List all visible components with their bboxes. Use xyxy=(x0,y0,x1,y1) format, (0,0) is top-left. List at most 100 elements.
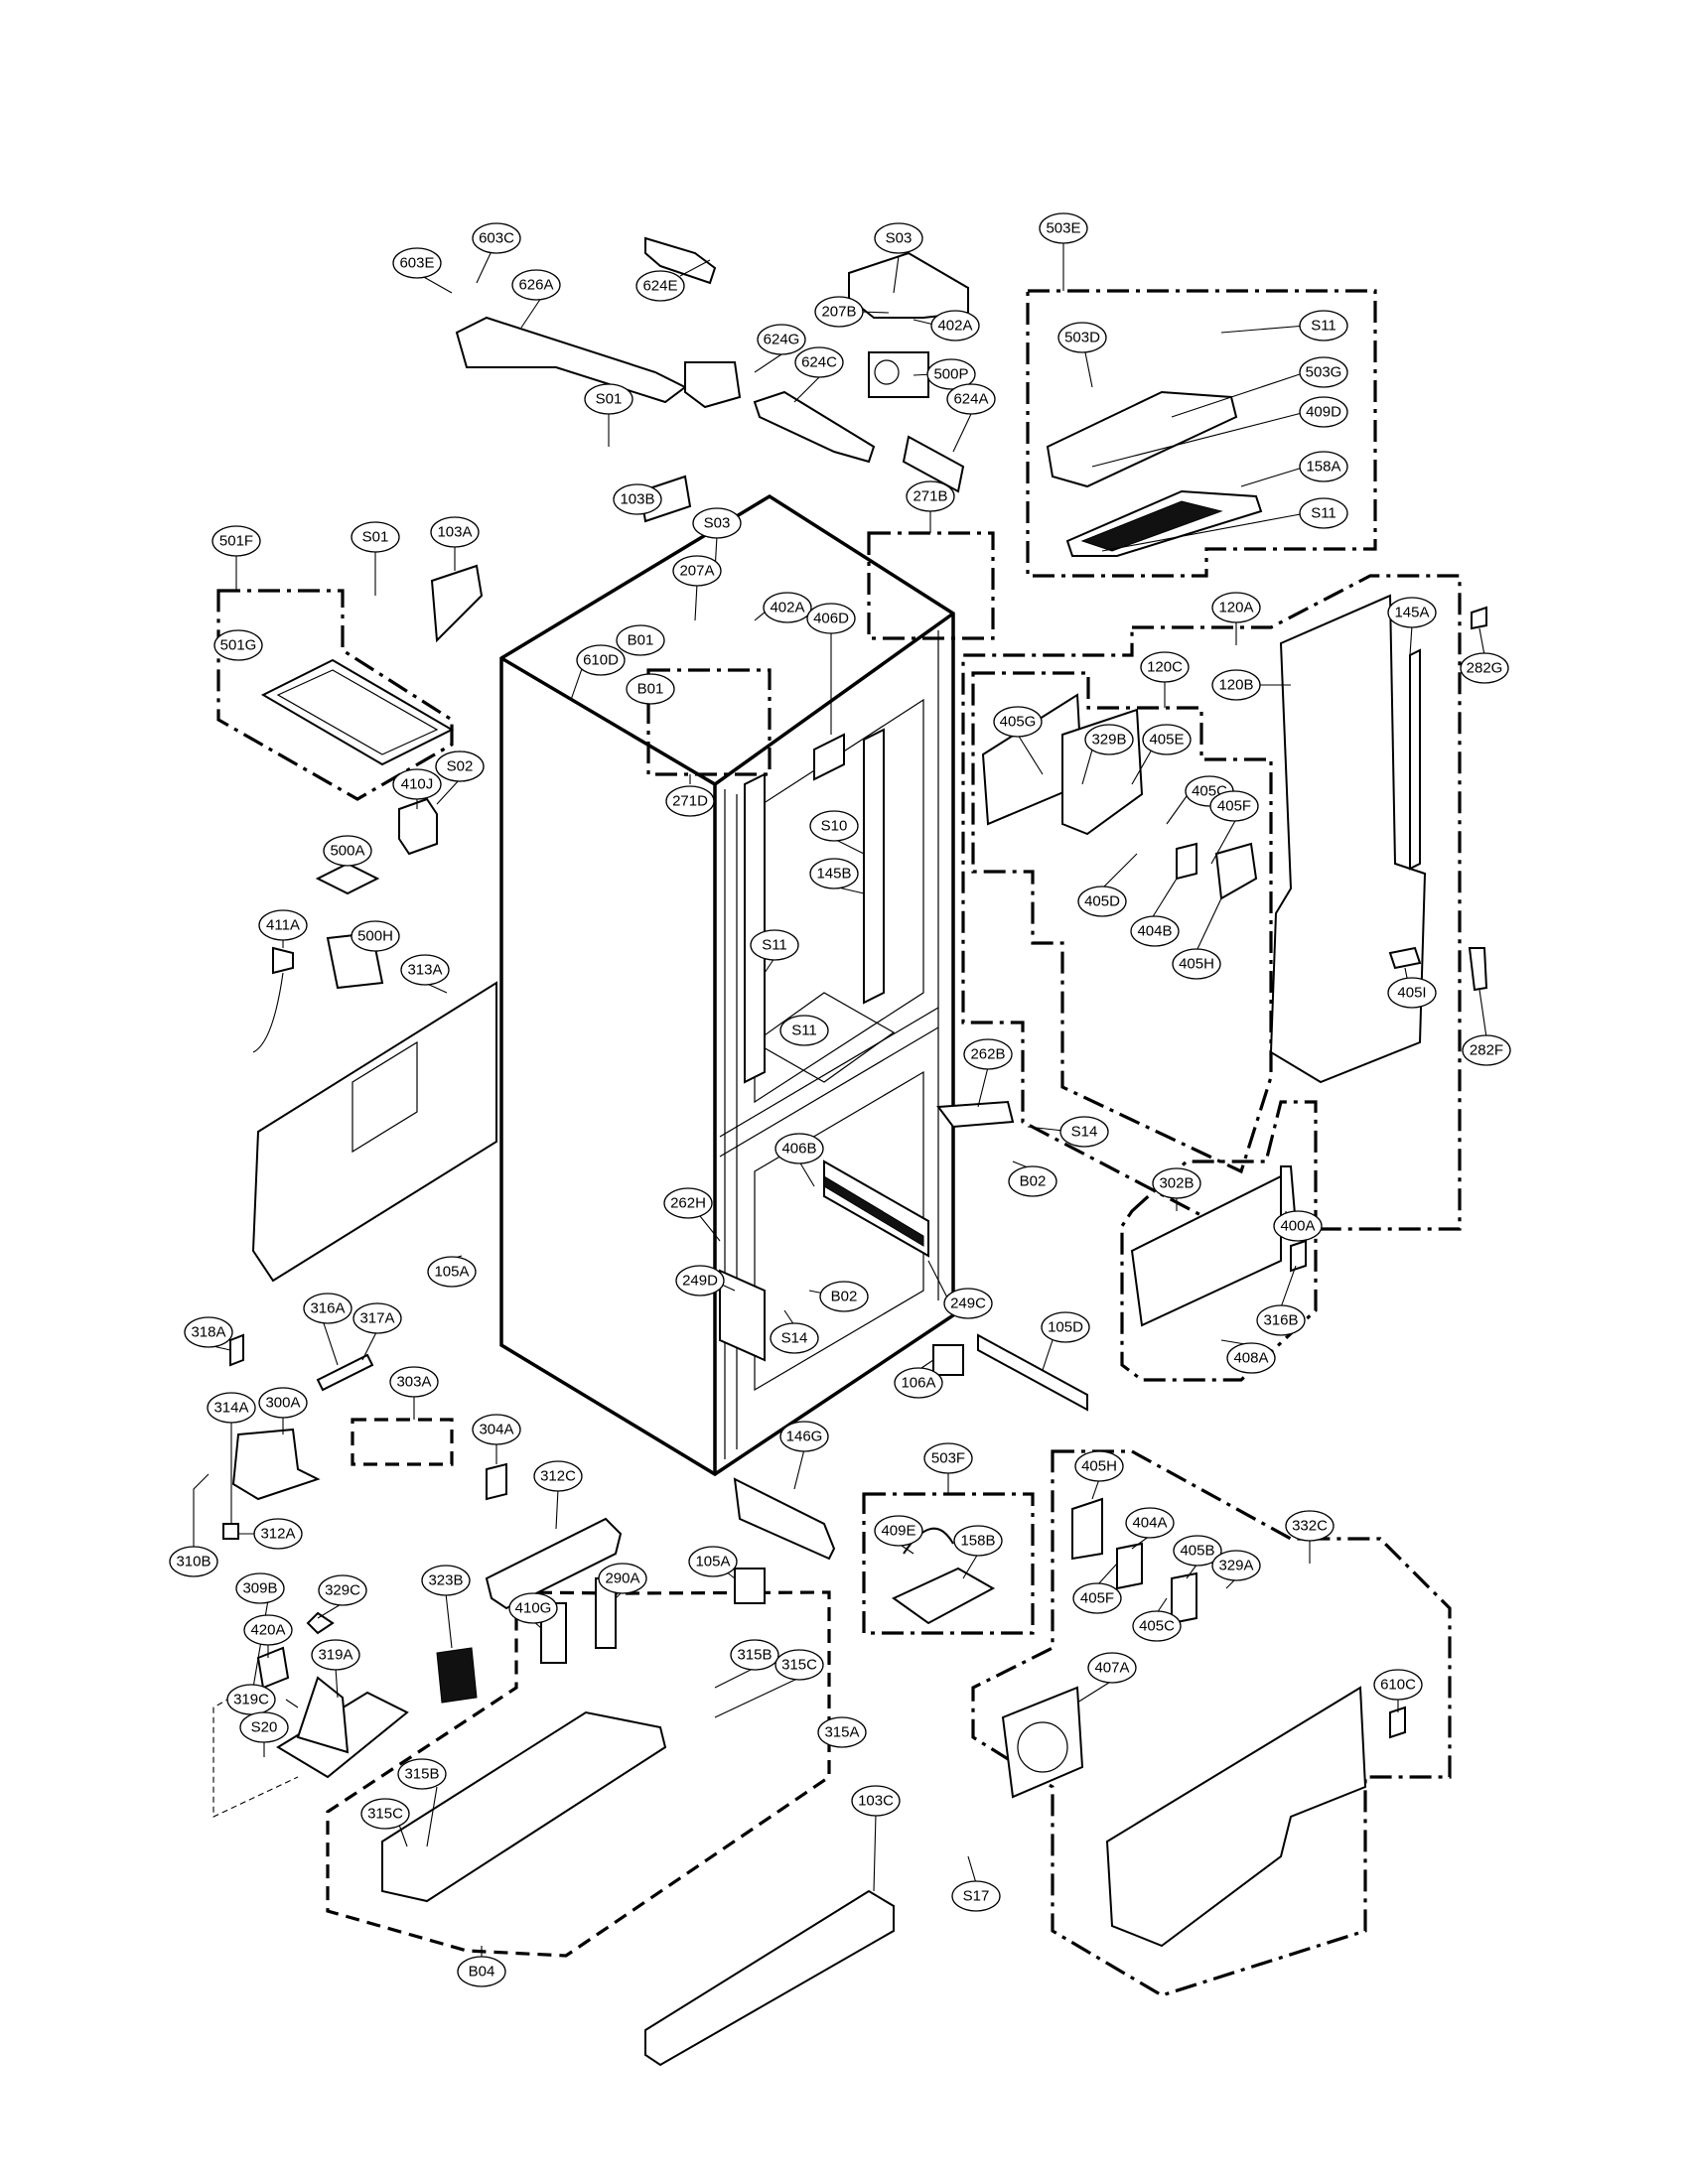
part-626A xyxy=(455,316,687,404)
callout-ellipse xyxy=(806,603,856,634)
callout-label: 300A xyxy=(265,1395,300,1412)
callout-329a: 329A xyxy=(1211,1550,1261,1581)
cabinet-body xyxy=(499,493,955,1477)
callout-500p: 500P xyxy=(926,358,976,390)
callout-ellipse xyxy=(184,1316,233,1348)
callout-ellipse xyxy=(851,1785,901,1817)
callout-label: S11 xyxy=(1311,505,1336,522)
callout-ellipse xyxy=(817,1716,867,1748)
callout-501f: 501F xyxy=(211,525,261,557)
callout-label: 271B xyxy=(913,488,947,505)
callout-ellipse xyxy=(809,810,859,842)
callout-label: 317A xyxy=(359,1310,394,1327)
callout-label: 405F xyxy=(1080,1590,1114,1607)
callout-624a: 624A xyxy=(946,383,996,415)
callout-314a: 314A xyxy=(207,1392,256,1424)
callout-label: 503D xyxy=(1064,330,1100,346)
callout-ellipse xyxy=(323,835,372,867)
callout-120c: 120C xyxy=(1140,651,1190,683)
callout-ellipse xyxy=(774,1133,824,1164)
callout-ellipse xyxy=(352,1302,402,1334)
callout-146g: 146G xyxy=(779,1421,829,1452)
callout-ellipse xyxy=(692,507,742,539)
part-409E-harness xyxy=(903,1527,954,1555)
callout-label: 603E xyxy=(399,255,434,272)
callout-ellipse xyxy=(1172,948,1221,980)
callout-ellipse xyxy=(303,1293,352,1324)
callout-ellipse xyxy=(688,1546,738,1577)
callout-s17: S17 xyxy=(951,1880,1001,1912)
callout-503f: 503F xyxy=(923,1442,973,1474)
callout-503g: 503G xyxy=(1299,356,1348,388)
callout-label: B04 xyxy=(469,1964,495,1980)
callout-318a: 318A xyxy=(184,1316,233,1348)
callout-249d: 249D xyxy=(675,1265,725,1297)
callout-label: 282F xyxy=(1470,1042,1503,1059)
callout-ellipse xyxy=(576,644,626,676)
callout-ellipse xyxy=(1273,1210,1323,1242)
callout-label: 410J xyxy=(401,776,434,793)
callout-610c: 610C xyxy=(1373,1669,1423,1701)
callout-409e: 409E xyxy=(874,1515,923,1547)
callout-label: S11 xyxy=(791,1023,817,1039)
part-317A xyxy=(316,1353,374,1392)
callout-120a: 120A xyxy=(1211,592,1261,623)
part-624C xyxy=(753,390,876,464)
callout-ellipse xyxy=(211,525,261,557)
callout-ellipse xyxy=(1462,1034,1511,1066)
callout-624e: 624E xyxy=(635,270,685,302)
callout-400a: 400A xyxy=(1273,1210,1323,1242)
callout-label: 318A xyxy=(191,1324,225,1341)
callout-ellipse xyxy=(1387,977,1437,1009)
part-316B xyxy=(1290,1239,1307,1273)
callout-label: 405H xyxy=(1081,1458,1117,1475)
callout-405h: 405H xyxy=(1074,1450,1124,1482)
part-610C xyxy=(1389,1706,1406,1739)
callout-label: 316A xyxy=(310,1300,345,1317)
callout-label: S02 xyxy=(447,758,474,775)
callout-ellipse xyxy=(1140,651,1190,683)
callout-label: 315A xyxy=(824,1724,859,1741)
callout-label: S01 xyxy=(362,529,389,546)
callout-303a: 303A xyxy=(389,1366,439,1398)
callout-label: 500A xyxy=(330,843,364,860)
callout-ellipse xyxy=(351,521,400,553)
callout-s03: S03 xyxy=(692,507,742,539)
callout-312a: 312A xyxy=(253,1518,303,1550)
callout-ellipse xyxy=(1132,1610,1182,1642)
part-323B-condenser xyxy=(436,1647,478,1704)
callout-ellipse xyxy=(953,1525,1003,1557)
callout-ellipse xyxy=(1084,724,1134,755)
callout-s14: S14 xyxy=(770,1322,819,1354)
callout-label: 624A xyxy=(953,391,988,408)
callout-b02: B02 xyxy=(1008,1165,1057,1197)
callout-label: S17 xyxy=(963,1888,990,1905)
callout-label: 315C xyxy=(367,1806,403,1823)
callout-ellipse xyxy=(213,629,263,661)
callout-label: 303A xyxy=(396,1374,431,1391)
callout-ellipse xyxy=(207,1392,256,1424)
callout-ellipse xyxy=(1125,1507,1175,1539)
callout-s11: S11 xyxy=(1299,310,1348,341)
callout-ellipse xyxy=(1077,886,1127,917)
callout-500a: 500A xyxy=(323,835,372,867)
callout-145a: 145A xyxy=(1387,597,1437,628)
callout-ellipse xyxy=(351,920,400,952)
callout-label: 207B xyxy=(821,304,856,321)
callout-405f: 405F xyxy=(1072,1582,1122,1614)
callout-ellipse xyxy=(1059,1116,1109,1148)
callout-label: 405C xyxy=(1139,1618,1175,1635)
group-outline-271D xyxy=(646,668,772,776)
callout-ellipse xyxy=(318,1574,367,1606)
callout-label: 409D xyxy=(1306,404,1341,421)
callout-500h: 500H xyxy=(351,920,400,952)
callout-329b: 329B xyxy=(1084,724,1134,755)
callout-label: 309B xyxy=(242,1580,277,1597)
part-329C-fan xyxy=(306,1611,335,1635)
callout-ellipse xyxy=(400,954,450,986)
callout-label: 501G xyxy=(220,637,257,654)
part-106A-leveler xyxy=(932,1344,964,1376)
callout-ellipse xyxy=(874,1515,923,1547)
callout-label: 302B xyxy=(1159,1175,1194,1192)
